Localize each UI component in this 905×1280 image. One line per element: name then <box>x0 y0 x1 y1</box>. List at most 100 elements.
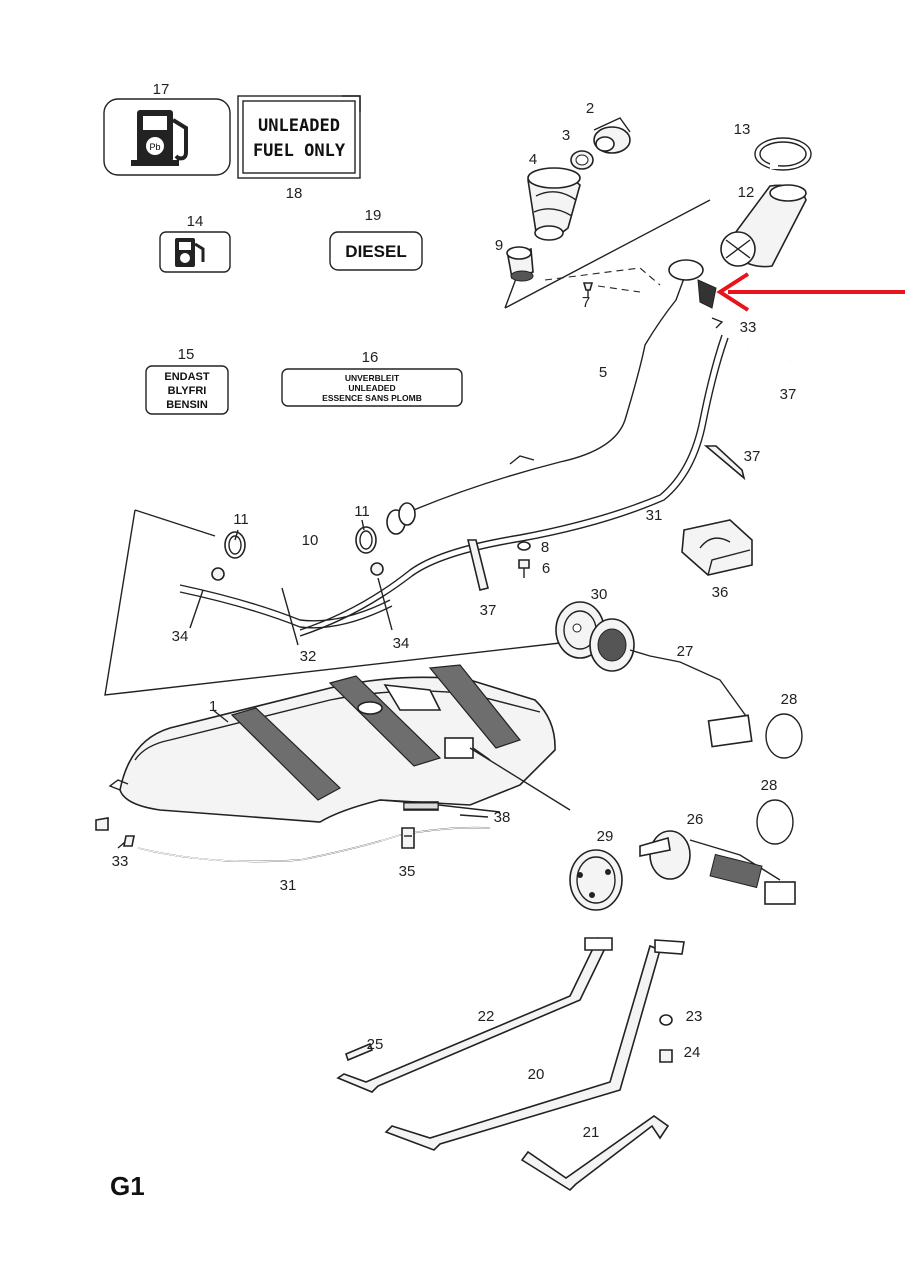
callout-10: 10 <box>302 532 319 549</box>
callout-37-b: 37 <box>744 448 761 465</box>
part-6-bolt <box>518 559 530 578</box>
part-38-pad <box>403 802 439 810</box>
hose-group-outline <box>104 509 561 696</box>
part-9-grommet <box>506 246 534 282</box>
part-5-filler-pipe <box>386 259 704 535</box>
callout-35: 35 <box>399 863 416 880</box>
callout-38: 38 <box>494 809 511 826</box>
callout-6: 6 <box>542 560 550 577</box>
sticker-18-line-1: UNLEADED <box>258 116 340 136</box>
part-13-clip <box>754 137 812 171</box>
part-2-cap <box>593 117 631 154</box>
callout-31-lower: 31 <box>280 877 297 894</box>
part-36-cover <box>681 519 753 576</box>
part-10-hose <box>250 536 349 555</box>
callout-5: 5 <box>599 364 607 381</box>
part-22-strap <box>336 936 613 1093</box>
callout-27: 27 <box>677 643 694 660</box>
callout-17: 17 <box>153 81 170 98</box>
callout-8: 8 <box>541 539 549 556</box>
part-27-sender <box>589 618 753 748</box>
callout-37-c: 37 <box>480 602 497 619</box>
part-3-ring <box>570 150 594 170</box>
tank-group-outline <box>469 747 571 811</box>
highlight-arrow <box>716 272 905 312</box>
callout-33-top: 33 <box>740 319 757 336</box>
part-1-fuel-tank <box>108 664 556 823</box>
part-28-seal-lower <box>756 799 794 845</box>
callout-28-lower: 28 <box>761 777 778 794</box>
part-37-hose-b <box>703 445 746 481</box>
sticker-18-unleaded: UNLEADED FUEL ONLY <box>237 95 361 179</box>
part-32-pipe <box>179 576 393 629</box>
callout-18: 18 <box>286 185 303 202</box>
callout-19: 19 <box>365 207 382 224</box>
callout-23: 23 <box>686 1008 703 1025</box>
part-12-funnel <box>720 184 807 268</box>
callout-29: 29 <box>597 828 614 845</box>
callout-9: 9 <box>495 237 503 254</box>
sticker-15-line-1: ENDAST <box>164 371 210 383</box>
callout-13: 13 <box>734 121 751 138</box>
part-24-nut <box>659 1049 673 1063</box>
callout-numbers: 17 18 14 19 15 16 2 3 4 9 13 12 7 33 5 3… <box>112 81 798 1141</box>
part-37-hose-c <box>466 539 489 591</box>
sticker-15-endast: ENDAST BLYFRI BENSIN <box>145 365 229 415</box>
callout-32: 32 <box>300 648 317 665</box>
part-34-clip-right <box>370 562 384 576</box>
sticker-15-line-3: BENSIN <box>166 399 208 411</box>
part-29-cap <box>569 849 623 911</box>
leader-lines <box>117 519 489 849</box>
callout-2: 2 <box>586 100 594 117</box>
callout-21: 21 <box>583 1124 600 1141</box>
callout-25: 25 <box>367 1036 384 1053</box>
part-25-pin <box>345 1042 373 1062</box>
callout-34-right: 34 <box>393 635 410 652</box>
part-7-screw <box>582 282 594 298</box>
part-35-grommet <box>401 827 415 849</box>
sticker-16-unverbleit: UNVERBLEIT UNLEADED ESSENCE SANS PLOMB <box>281 368 463 407</box>
callout-12: 12 <box>738 184 755 201</box>
callout-28-upper: 28 <box>781 691 798 708</box>
part-8-washer <box>517 541 531 551</box>
svg-text:Pb: Pb <box>149 142 160 152</box>
callout-11-left: 11 <box>233 511 249 528</box>
callout-31-upper: 31 <box>646 507 663 524</box>
callout-33-lower: 33 <box>112 853 129 870</box>
part-23-washer <box>659 1014 673 1026</box>
callout-3: 3 <box>562 127 570 144</box>
callout-26: 26 <box>687 811 704 828</box>
part-31-pipe-lower <box>137 826 491 863</box>
sticker-14-small-pump <box>159 231 231 273</box>
callout-37-a: 37 <box>780 386 797 403</box>
part-34-clip-left <box>211 567 225 581</box>
callout-24: 24 <box>684 1044 701 1061</box>
sticker-19-text: DIESEL <box>345 242 406 261</box>
part-33-bracket-lower <box>95 817 135 847</box>
part-20-strap <box>384 939 685 1151</box>
sticker-18-line-2: FUEL ONLY <box>253 141 346 161</box>
part-4-boot <box>527 167 581 241</box>
part-21-strap <box>520 1115 670 1192</box>
part-26-pump <box>639 830 796 905</box>
part-28-seal-upper <box>765 713 803 759</box>
callout-36: 36 <box>712 584 729 601</box>
part-31-vent-pipe-upper <box>299 334 729 637</box>
callout-30: 30 <box>591 586 608 603</box>
callout-34-left: 34 <box>172 628 189 645</box>
part-11-clamp-right <box>355 526 377 554</box>
page-code: G1 <box>110 1171 145 1201</box>
part-33-bracket-top <box>697 279 724 329</box>
part-37-hose-a <box>747 345 793 363</box>
part-11-clamp-left <box>224 531 246 559</box>
callout-15: 15 <box>178 346 195 363</box>
sticker-16-line-2: UNLEADED <box>348 383 395 393</box>
callout-22: 22 <box>478 1008 495 1025</box>
sticker-15-line-2: BLYFRI <box>168 385 207 397</box>
sticker-16-line-1: UNVERBLEIT <box>345 373 400 383</box>
callout-4: 4 <box>529 151 537 168</box>
sticker-16-line-3: ESSENCE SANS PLOMB <box>322 393 422 403</box>
callout-14: 14 <box>187 213 204 230</box>
